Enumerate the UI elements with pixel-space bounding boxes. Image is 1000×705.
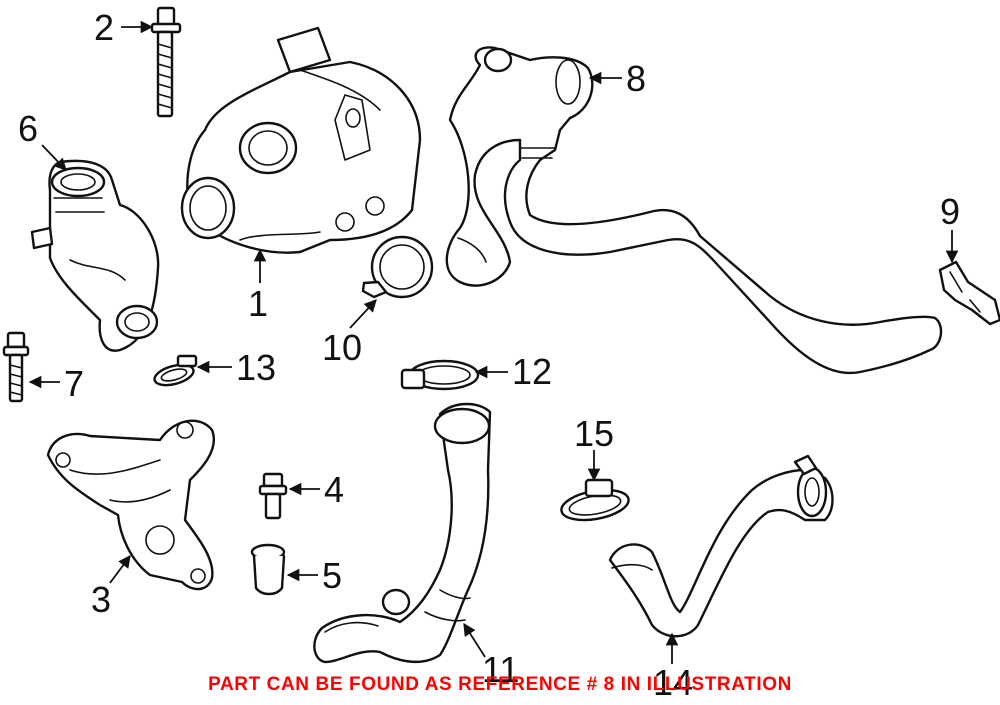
callout-4: 4 [324, 469, 344, 510]
clamp-13-part [153, 354, 198, 387]
clip-9-part [938, 260, 1000, 326]
thermostat-part [30, 159, 160, 352]
bolt-4-part [258, 472, 288, 520]
callout-labels: 1 2 3 4 5 6 7 8 9 10 11 12 13 14 15 [18, 7, 960, 703]
bolt-7-part [2, 331, 30, 403]
callout-1: 1 [248, 283, 268, 324]
callout-7: 7 [64, 363, 84, 404]
water-pump-part [180, 26, 422, 254]
callout-11: 11 [482, 649, 519, 690]
cap-10-part [361, 235, 434, 299]
coolant-hose-14-part [608, 454, 834, 638]
callout-6: 6 [18, 108, 38, 149]
callout-14: 14 [653, 662, 693, 703]
sleeve-5-part [250, 543, 286, 596]
bracket-3-part [46, 419, 215, 591]
callout-5: 5 [322, 555, 342, 596]
callout-3: 3 [91, 579, 111, 620]
callout-10: 10 [322, 327, 362, 368]
callout-15: 15 [574, 413, 614, 454]
callout-8: 8 [626, 58, 646, 99]
clamp-15-part [560, 478, 630, 522]
callout-2: 2 [94, 7, 114, 48]
coolant-hose-8-part [445, 46, 943, 375]
leader-lines [28, 20, 959, 664]
bolt-2-part [150, 6, 182, 118]
clamp-12-part [400, 359, 480, 391]
reference-notice: PART CAN BE FOUND AS REFERENCE # 8 IN IL… [208, 674, 792, 695]
coolant-hose-11-part [313, 402, 492, 664]
callout-12: 12 [512, 351, 552, 392]
callout-13: 13 [236, 347, 276, 388]
callout-9: 9 [940, 191, 960, 232]
